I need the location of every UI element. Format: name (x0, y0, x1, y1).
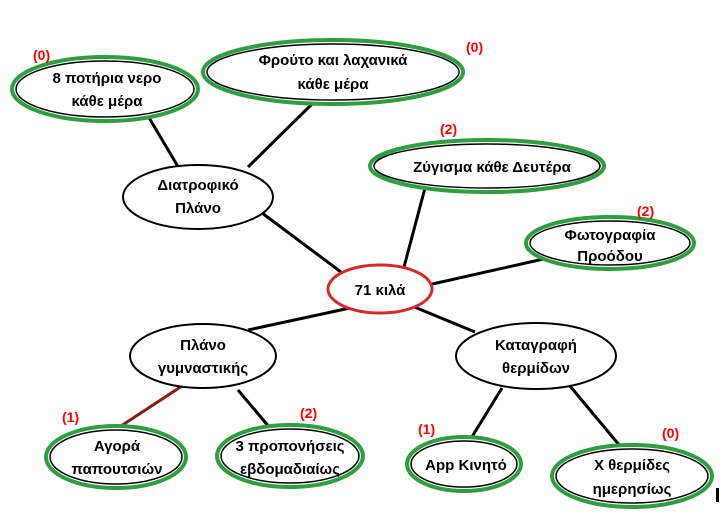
edge-weigh-center (402, 187, 427, 268)
edge-exercise-center (247, 306, 351, 332)
daily-calories-score: (0) (662, 425, 679, 441)
edge-calories-center (411, 304, 476, 334)
daily-calories-node: Χ θερμίδες ημερησίως (0) (550, 425, 714, 509)
connectors (117, 102, 622, 447)
edge-water-diet (146, 115, 182, 171)
exercise-plan-node: Πλάνο γυμναστικής (129, 323, 277, 389)
mobile-app-node: App Κινητό (1) (405, 421, 523, 493)
exercise-plan-label-line1: Πλάνο (180, 337, 226, 354)
daily-calories-label-line2: ημερησίως (593, 481, 672, 498)
diet-plan-label-line2: Πλάνο (175, 200, 221, 217)
calorie-logging-label-line2: θερμίδων (502, 360, 570, 377)
photo-label-line2: Προόδου (577, 248, 643, 265)
edge-app-calories (468, 387, 504, 441)
center-node: 71 κιλά (326, 263, 434, 315)
diet-plan-node: Διατροφικό Πλάνο (122, 164, 274, 230)
mobile-app-label: App Κινητό (425, 457, 507, 474)
fruit-label-line2: κάθε μέρα (298, 76, 370, 93)
fruit-node: Φρούτο και λαχανικά κάθε μέρα (0) (201, 38, 483, 106)
workouts-label-line1: 3 προπονήσεις (235, 438, 344, 455)
water-score: (0) (33, 47, 50, 63)
exercise-plan-label-line2: γυμναστικής (158, 360, 248, 377)
calorie-logging-label-line1: Καταγραφή (495, 337, 577, 354)
workouts-node: 3 προπονήσεις εβδομαδιαίως (2) (215, 405, 365, 489)
mobile-app-score: (1) (418, 421, 435, 437)
fruit-label-line1: Φρούτο και λαχανικά (259, 52, 409, 69)
center-label: 71 κιλά (355, 282, 407, 299)
shoes-node: Αγορά παπουτσιών (1) (44, 409, 188, 490)
weighing-node: Ζύγισμα κάθε Δευτέρα (2) (368, 121, 606, 194)
weighing-label: Ζύγισμα κάθε Δευτέρα (413, 159, 572, 176)
shoes-label-line1: Αγορά (94, 438, 141, 455)
fruit-score: (0) (466, 39, 483, 55)
edge-daily-calories (568, 385, 622, 447)
workouts-score: (2) (300, 405, 317, 421)
water-label-line1: 8 ποτήρια νερο (53, 70, 162, 87)
workouts-label-line2: εβδομαδιαίως (240, 461, 340, 478)
edge-fruit-diet (246, 102, 314, 169)
edge-workouts-exercise (236, 389, 272, 429)
photo-score: (2) (637, 203, 654, 219)
edge-shoes-exercise (117, 382, 186, 430)
water-label-line2: κάθε μέρα (72, 93, 144, 110)
daily-calories-label-line1: Χ θερμίδες (594, 457, 670, 474)
weighing-score: (2) (440, 121, 457, 137)
water-node: 8 ποτήρια νερο κάθε μέρα (0) (10, 47, 200, 123)
edge-photo-center (427, 256, 549, 287)
shoes-score: (1) (62, 409, 79, 425)
edge-diet-center (257, 208, 346, 277)
photo-node: Φωτογραφία Προόδου (2) (524, 203, 696, 271)
calorie-logging-node: Καταγραφή θερμίδων (455, 322, 617, 390)
photo-label-line1: Φωτογραφία (565, 227, 657, 244)
shoes-label-line2: παπουτσιών (72, 461, 163, 478)
diet-plan-label-line1: Διατροφικό (157, 177, 238, 194)
edge-artifact (716, 488, 719, 502)
